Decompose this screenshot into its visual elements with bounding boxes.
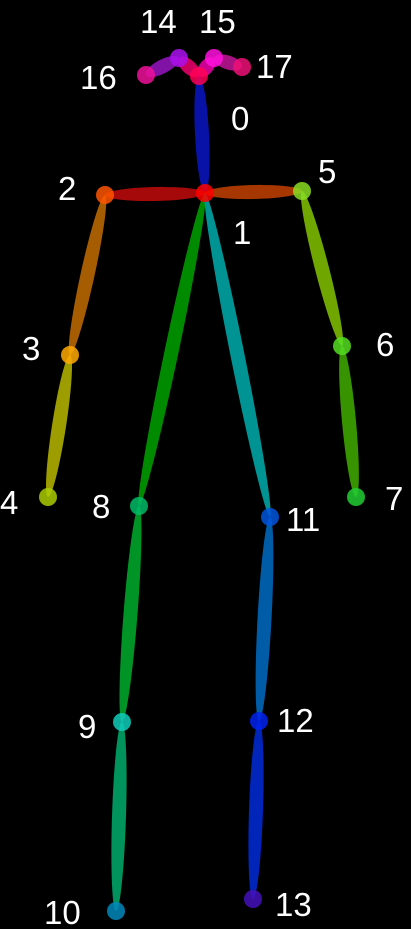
joint-7 — [347, 488, 365, 506]
joint-0 — [190, 67, 208, 85]
limb-left-shoulder — [204, 184, 303, 200]
limb-left-upper-arm — [300, 190, 344, 347]
limb-right-forearm — [46, 354, 72, 498]
keypoint-label-6: 6 — [376, 326, 394, 363]
limb-right-shin — [111, 721, 127, 912]
keypoint-label-17: 17 — [256, 48, 293, 85]
joint-9 — [113, 713, 131, 731]
keypoint-label-7: 7 — [385, 480, 403, 517]
joint-6 — [333, 337, 351, 355]
keypoint-label-15: 15 — [199, 3, 236, 40]
joint-1 — [196, 184, 214, 202]
limb-left-shin — [248, 720, 264, 900]
limb-left-thigh — [255, 516, 274, 722]
joint-8 — [130, 497, 148, 515]
limb-right-upper-arm — [68, 194, 107, 356]
joint-11 — [261, 508, 279, 526]
joint-13 — [244, 890, 262, 908]
limb-right-thigh — [119, 505, 142, 723]
joint-16 — [137, 66, 155, 84]
keypoint-label-12: 12 — [277, 702, 314, 739]
keypoint-label-11: 11 — [286, 501, 320, 538]
joint-14 — [170, 49, 188, 67]
joints-layer — [39, 49, 365, 920]
keypoint-label-3: 3 — [22, 330, 40, 367]
keypoint-label-2: 2 — [58, 170, 76, 207]
limb-right-shoulder — [104, 186, 206, 202]
keypoint-label-4: 4 — [0, 484, 18, 521]
joint-12 — [250, 712, 268, 730]
limb-neck — [194, 75, 210, 194]
joint-15 — [205, 49, 223, 67]
keypoint-label-0: 0 — [231, 100, 249, 137]
joint-17 — [233, 58, 251, 76]
keypoint-label-5: 5 — [318, 153, 336, 190]
joint-10 — [107, 902, 125, 920]
keypoint-label-8: 8 — [92, 488, 110, 525]
limb-left-forearm — [339, 345, 359, 498]
keypoint-label-1: 1 — [233, 214, 251, 251]
limb-left-torso — [204, 192, 271, 518]
keypoint-label-10: 10 — [44, 894, 81, 929]
keypoint-label-14: 14 — [140, 3, 177, 40]
joint-4 — [39, 488, 57, 506]
joint-5 — [293, 182, 311, 200]
keypoint-label-13: 13 — [275, 886, 312, 923]
keypoint-label-9: 9 — [78, 708, 96, 745]
limb-right-torso — [138, 192, 206, 507]
keypoint-label-16: 16 — [80, 59, 117, 96]
joint-3 — [61, 346, 79, 364]
joint-2 — [96, 186, 114, 204]
limbs-layer — [46, 54, 359, 912]
